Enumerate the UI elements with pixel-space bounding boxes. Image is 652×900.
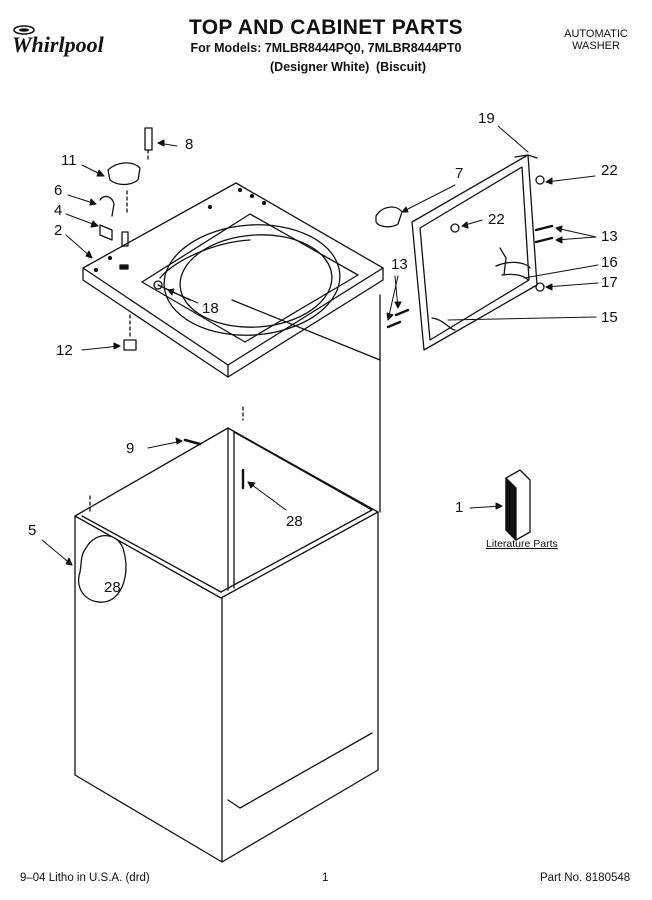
product-line-2: WASHER bbox=[572, 40, 620, 52]
callout-12: 12 bbox=[56, 342, 73, 359]
literature-booklet-drawing bbox=[505, 469, 531, 541]
variant-designer-white: (Designer White) bbox=[270, 60, 370, 74]
models-line: For Models: 7MLBR8444PQ0, 7MLBR8444PT0 bbox=[190, 41, 462, 55]
callout-4: 4 bbox=[54, 202, 63, 219]
callout-13-right: 13 bbox=[601, 228, 618, 245]
callout-17: 17 bbox=[601, 274, 618, 291]
callout-2: 2 bbox=[54, 222, 63, 239]
callout-22-right: 22 bbox=[601, 162, 618, 179]
callout-18: 18 bbox=[202, 300, 219, 317]
callout-22-lid: 22 bbox=[488, 211, 505, 228]
whirlpool-logo-graphic: Whirlpool bbox=[12, 25, 105, 57]
page-title: TOP AND CABINET PARTS bbox=[189, 16, 463, 39]
callout-6: 6 bbox=[54, 182, 63, 199]
brand-wordmark: Whirlpool bbox=[12, 32, 105, 57]
callout-13-left: 13 bbox=[391, 256, 408, 273]
callout-9: 9 bbox=[126, 440, 135, 457]
footer-litho: 9–04 Litho in U.S.A. (drd) bbox=[20, 872, 150, 884]
callout-8: 8 bbox=[185, 136, 194, 153]
lid bbox=[411, 154, 538, 351]
callout-5: 5 bbox=[28, 522, 37, 539]
callout-15: 15 bbox=[601, 309, 618, 326]
literature-parts-label: Literature Parts bbox=[486, 538, 558, 550]
callout-7: 7 bbox=[455, 165, 464, 182]
footer-part-number: Part No. 8180548 bbox=[540, 872, 631, 884]
callout-28-cabinet: 28 bbox=[286, 513, 303, 530]
callout-11: 11 bbox=[61, 152, 77, 169]
callout-16: 16 bbox=[601, 254, 618, 271]
small-parts bbox=[99, 127, 554, 351]
top-panel bbox=[82, 182, 384, 378]
callout-1: 1 bbox=[455, 499, 464, 516]
detail-callout-blob bbox=[78, 535, 127, 603]
callout-19: 19 bbox=[478, 110, 495, 127]
product-type: AUTOMATIC WASHER bbox=[548, 28, 644, 52]
product-line-1: AUTOMATIC bbox=[564, 28, 628, 40]
variant-biscuit: (Biscuit) bbox=[376, 60, 426, 74]
callout-28-detail: 28 bbox=[104, 579, 121, 596]
whirlpool-logo: Whirlpool bbox=[10, 24, 130, 64]
footer-page-number: 1 bbox=[322, 872, 329, 884]
leader-lines bbox=[41, 125, 599, 566]
